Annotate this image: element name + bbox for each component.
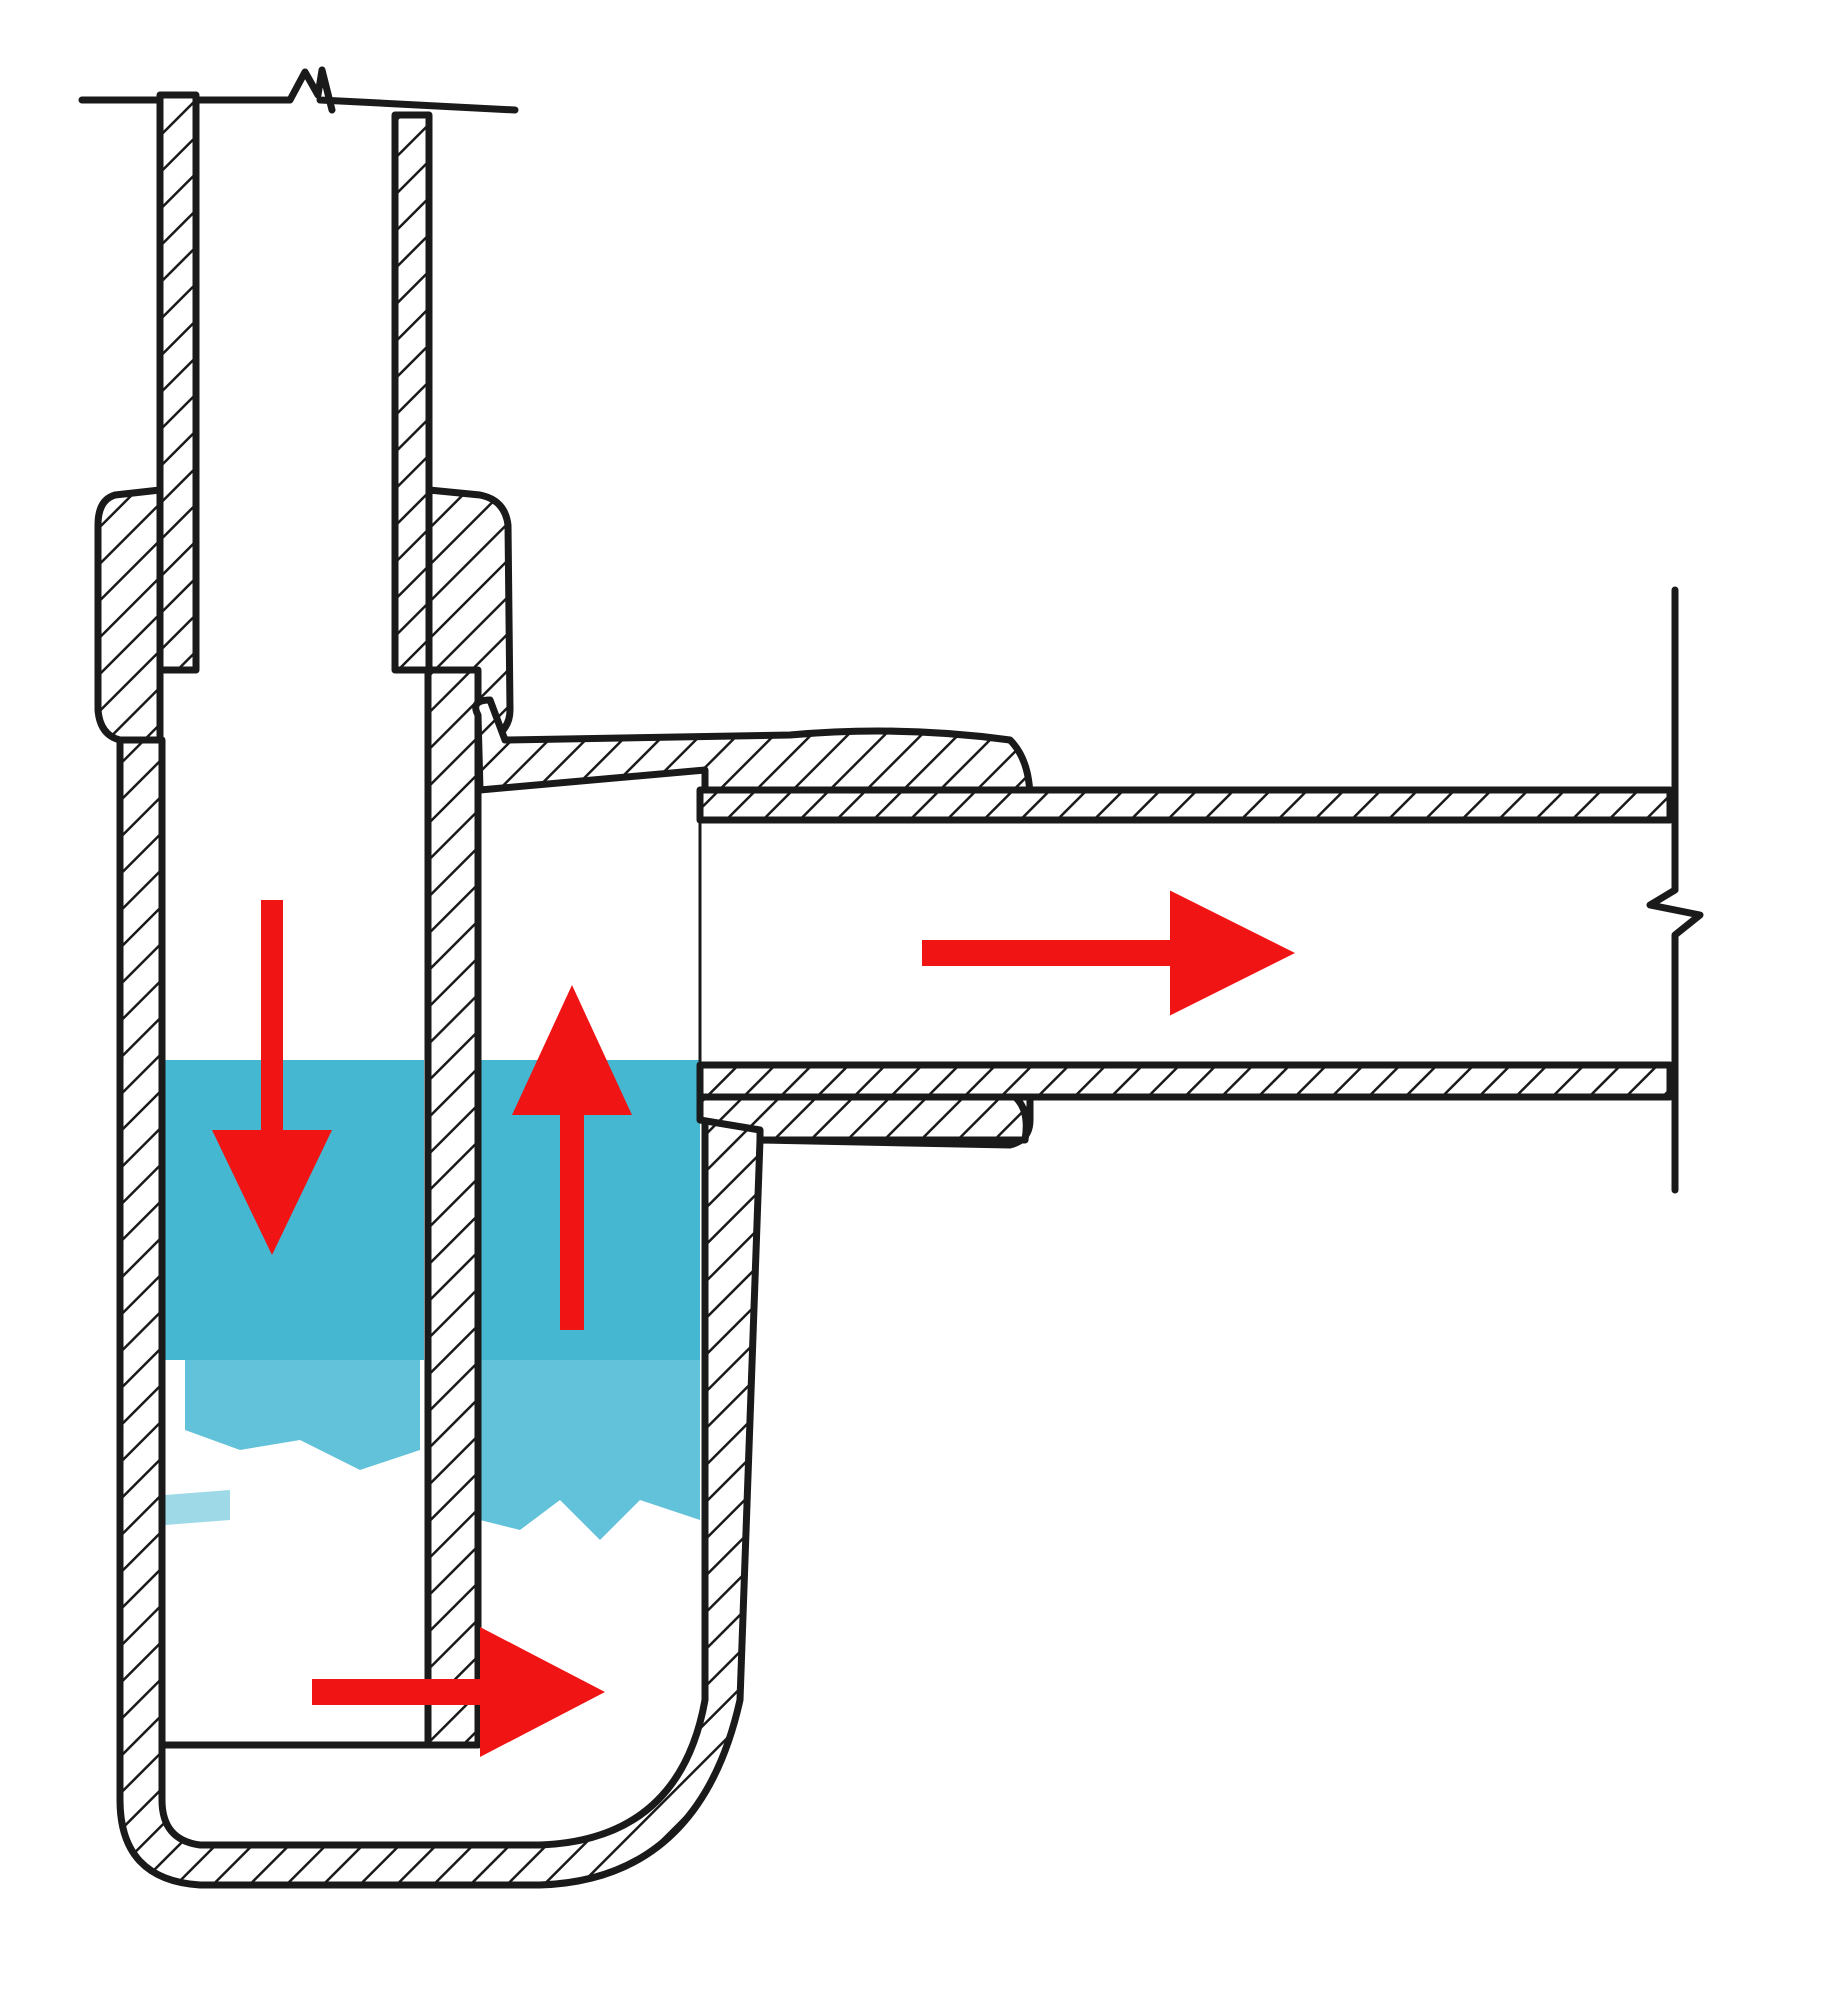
inlet-pipe-left-wall [156,91,200,674]
inlet-pipe-right-wall [391,111,433,674]
flow-out-arrow [922,890,1295,1016]
outlet-pipe-lower-wall [696,1061,1674,1101]
dip-tube-wall [424,666,482,1749]
coupling-nut-left [94,486,164,744]
wall-break-line [1646,586,1704,1194]
sink-top-line [78,66,519,114]
flow-across-bottom-arrow [312,1627,605,1757]
outlet-slip-joint-lower [696,1093,1030,1144]
trap-walls [78,66,1704,1889]
outlet-pipe-upper-wall [696,786,1674,824]
flow-arrows [212,890,1295,1757]
outlet-elbow-upper [472,696,1034,804]
flow-down-arrow [212,900,332,1255]
flow-up-arrow [512,985,632,1330]
